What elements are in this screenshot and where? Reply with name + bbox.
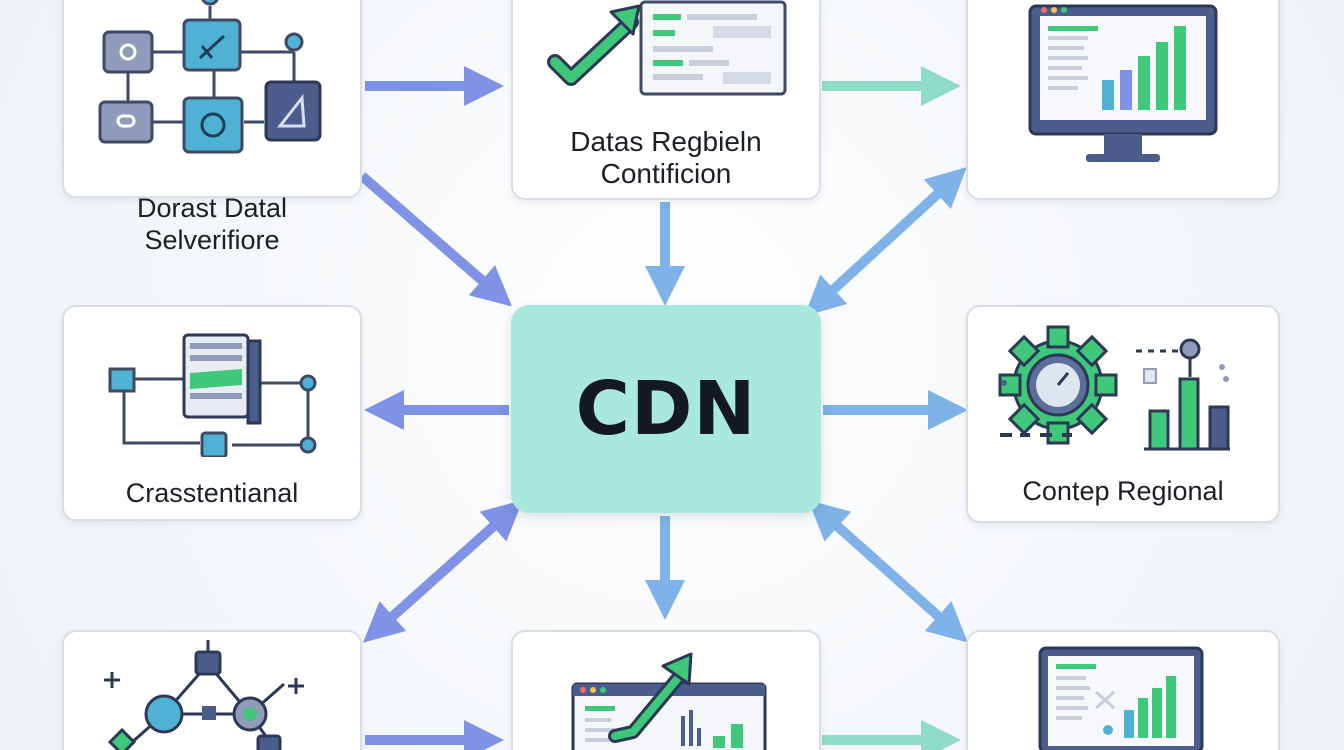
- report-growth-icon: [547, 0, 787, 96]
- arrow-center-bottom-right-bidirectional: [808, 500, 968, 643]
- laptop-analytics-icon: [1038, 646, 1204, 750]
- node-bottom-middle: [511, 630, 821, 750]
- server-network-icon: [108, 333, 317, 457]
- arrow-top-right-center-bidirectional: [804, 167, 967, 317]
- cdn-title: CDN: [575, 366, 757, 452]
- arrow-top-left-to-center: [358, 172, 513, 307]
- node-top-left: [62, 0, 362, 198]
- network-graph-icon: [104, 640, 304, 750]
- node-top-middle-line2: Contificion: [600, 158, 732, 189]
- workflow-icon: [98, 0, 322, 154]
- gear-analytics-icon: [998, 325, 1230, 451]
- node-middle-left-label: Crasstentianal: [125, 478, 299, 508]
- node-top-left-line1: Dorast Datal: [136, 193, 288, 223]
- node-bottom-left: [62, 630, 362, 750]
- node-middle-left: Crasstentianal: [62, 305, 362, 521]
- node-bottom-right: [966, 630, 1280, 750]
- cdn-center-node: CDN: [511, 305, 821, 513]
- dashboard-growth-icon: [571, 652, 767, 750]
- arrow-center-bottom-left-bidirectional: [363, 500, 523, 643]
- node-middle-right: Contep Regional: [966, 305, 1280, 523]
- node-top-middle-label: Datas Regbieln Contificion: [513, 126, 819, 190]
- node-top-middle-line1: Datas Regbieln: [570, 126, 762, 157]
- monitor-analytics-icon: [1028, 4, 1218, 162]
- node-top-left-line2: Selverifiore: [144, 225, 280, 255]
- node-top-middle: Datas Regbieln Contificion: [511, 0, 821, 200]
- node-middle-right-label: Contep Regional: [1022, 476, 1224, 506]
- node-top-left-label: Dorast Datal Selverifiore: [62, 192, 362, 256]
- node-top-right: [966, 0, 1280, 200]
